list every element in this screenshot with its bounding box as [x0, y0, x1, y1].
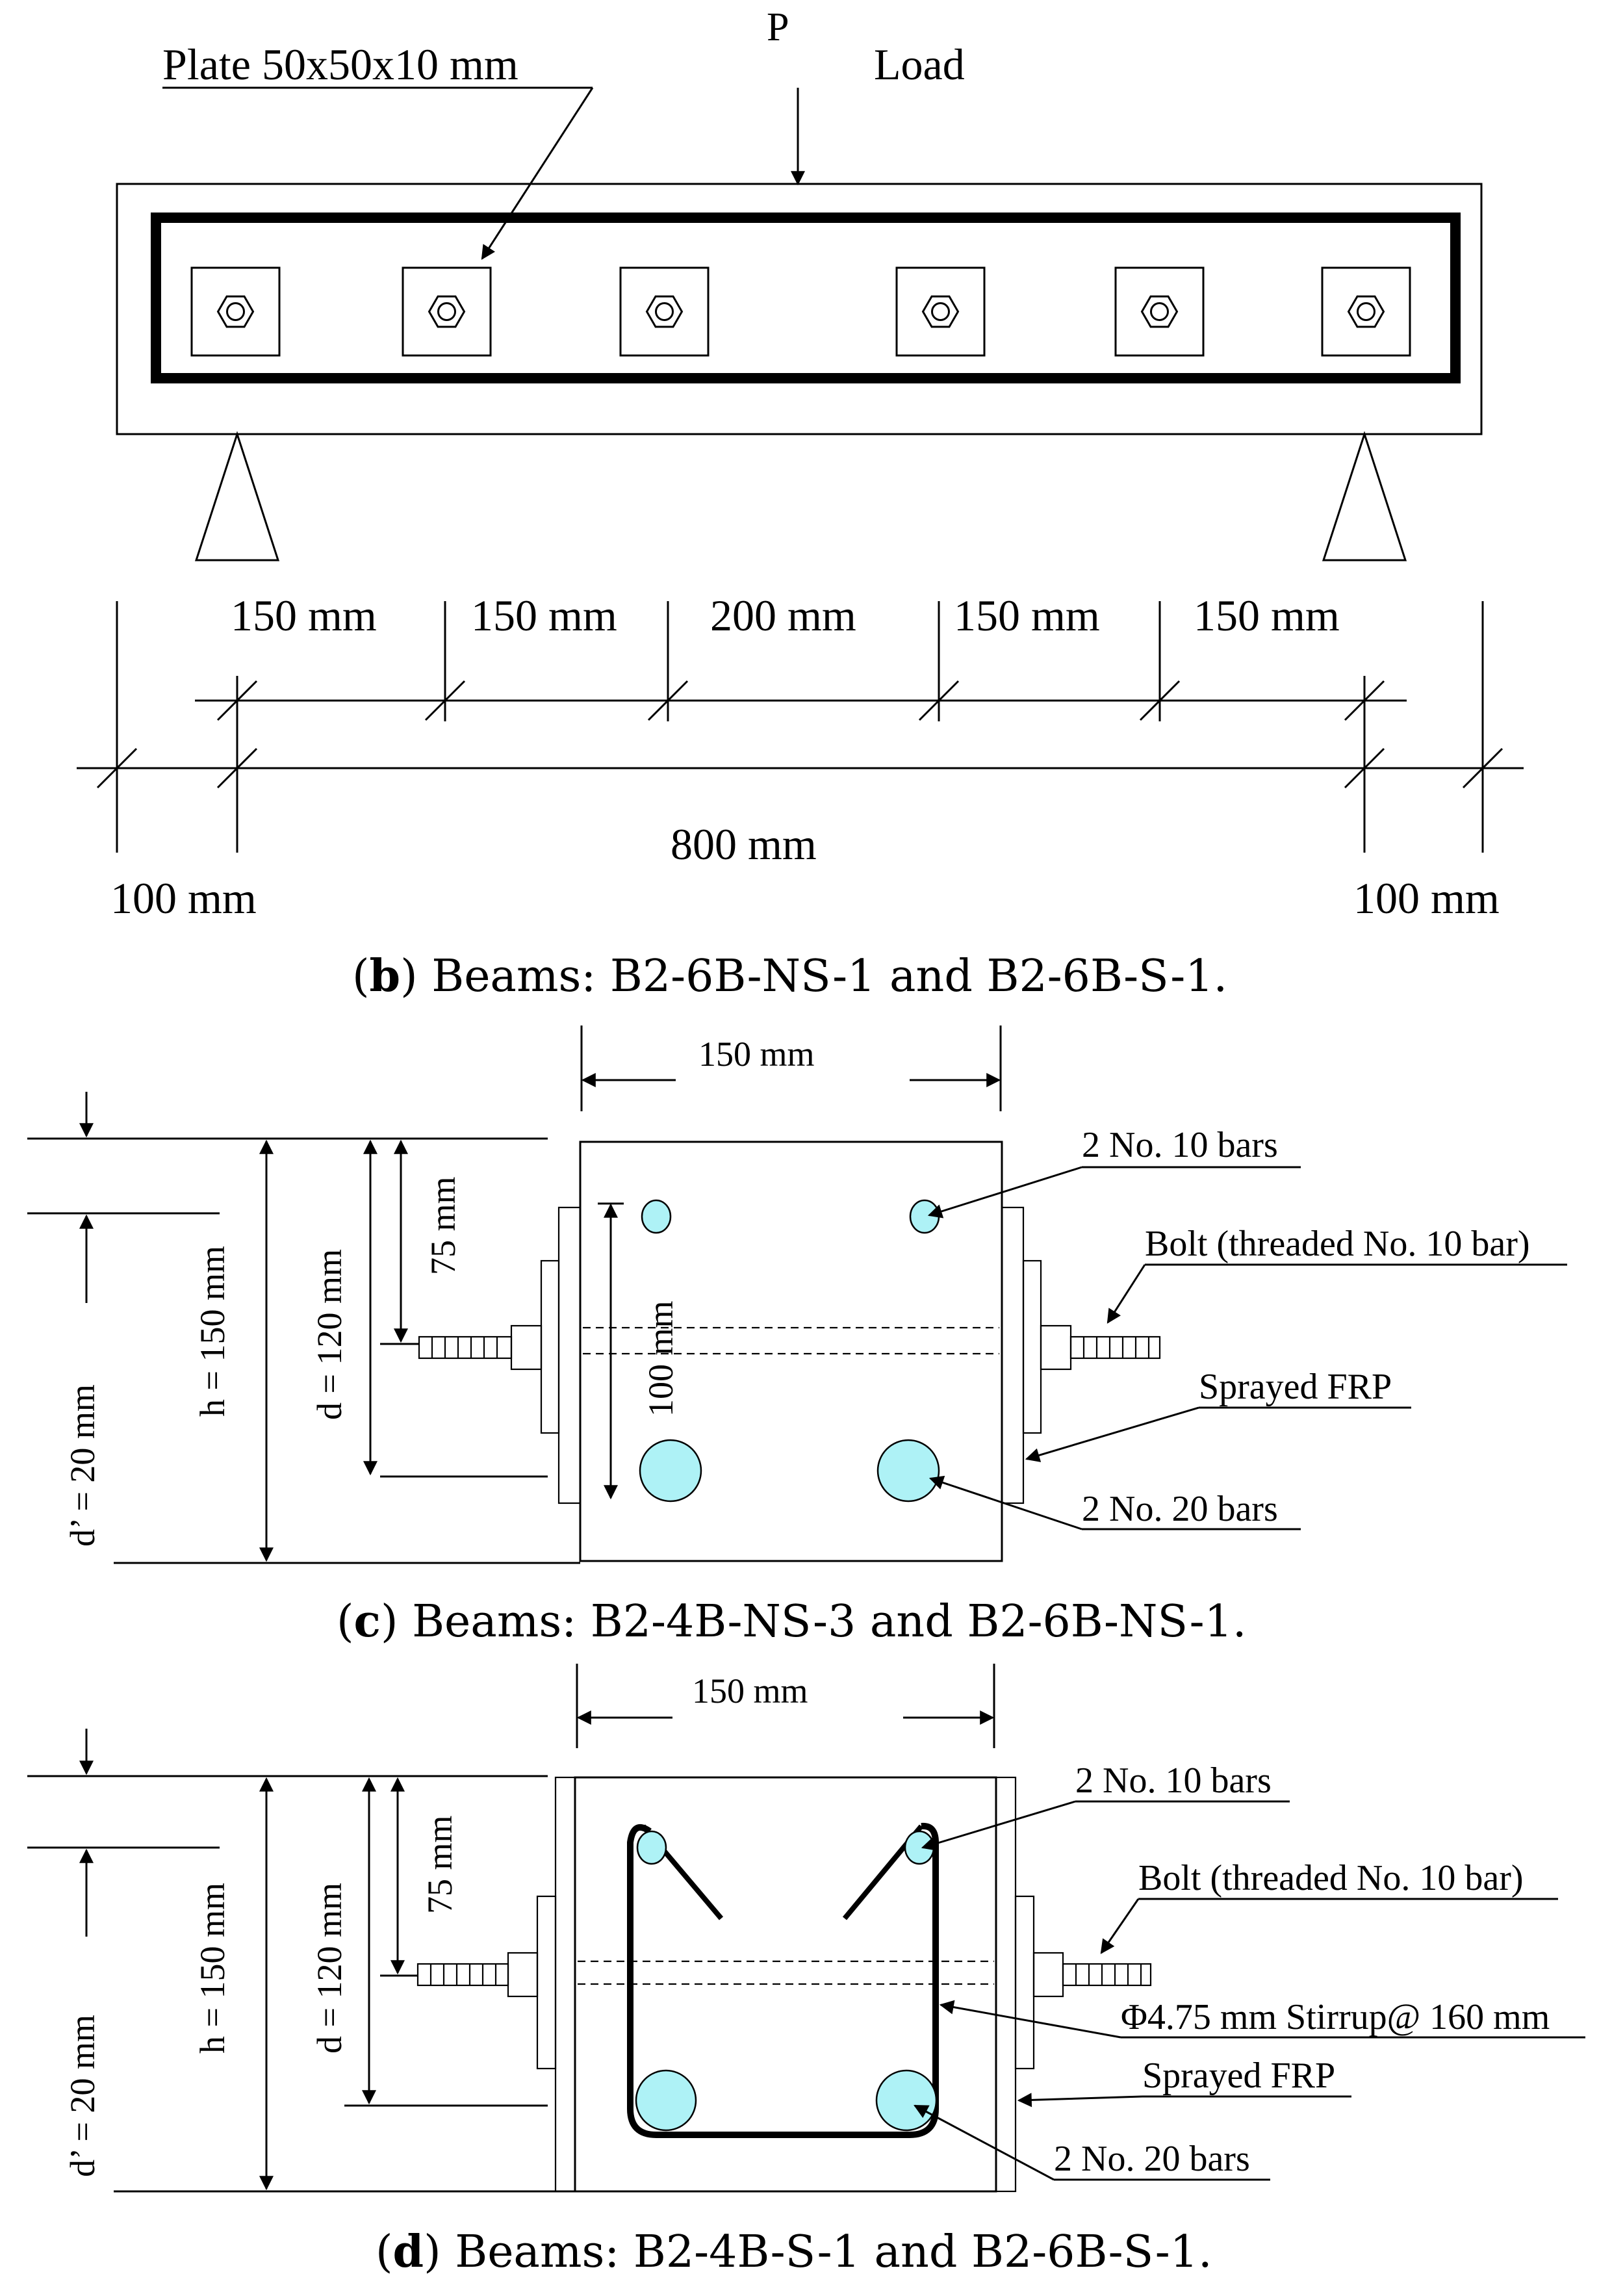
plates-group	[190, 266, 1411, 357]
spacing-label-3: 200 mm	[710, 591, 856, 640]
bolt-label-c: Bolt (threaded No. 10 bar)	[1145, 1224, 1529, 1264]
load-label: Load	[874, 40, 965, 89]
spacing-label-5: 150 mm	[1194, 591, 1340, 640]
spacing-label-2: 150 mm	[471, 591, 617, 640]
d-label-d: d = 120 mm	[310, 1883, 349, 2054]
anchor-plate	[1321, 266, 1411, 357]
caption-b-letter: b	[370, 950, 401, 1002]
h-label-c: h = 150 mm	[193, 1246, 232, 1417]
hex-nut-icon	[1347, 295, 1385, 328]
anchor-plate	[895, 266, 986, 357]
caption-d-letter: d	[393, 2226, 424, 2278]
caption-c: (c) Beams: B2-4B-NS-3 and B2-6B-NS-1.	[337, 1595, 1246, 1647]
bottom-bar-left-c	[639, 1439, 702, 1503]
bottom-bar-right-d	[875, 2069, 938, 2132]
panel-c-section-no-stirrup: 150 mm	[27, 1025, 1567, 1647]
bolt-plate-right-c	[1022, 1259, 1042, 1434]
dimension-lines	[77, 601, 1524, 853]
bolt-right-d	[1032, 1952, 1152, 1998]
hex-nut-icon	[1140, 295, 1179, 328]
support-right	[1322, 431, 1407, 561]
load-symbol: P	[767, 5, 789, 49]
bottom-bars-label-d: 2 No. 20 bars	[1054, 2139, 1250, 2179]
dim-100-c: 100 mm	[641, 1300, 680, 1417]
bolt-plate-right-d	[1014, 1895, 1035, 2070]
bottom-bar-left-d	[635, 2069, 697, 2132]
dprime-label-d: d’ = 20 mm	[63, 2015, 102, 2177]
top-bar-left-d	[636, 1830, 667, 1865]
top-bars-label-d: 2 No. 10 bars	[1075, 1761, 1272, 1801]
overhang-right-label: 100 mm	[1353, 873, 1500, 923]
caption-c-text: ) Beams: B2-4B-NS-3 and B2-6B-NS-1.	[381, 1596, 1247, 1647]
frp-plate-right-c	[1001, 1206, 1025, 1504]
top-bar-left-c	[641, 1199, 672, 1234]
frp-wrap	[151, 213, 1461, 383]
h-label-d: h = 150 mm	[193, 1883, 232, 2054]
overhang-left-label: 100 mm	[110, 873, 257, 923]
width-label-c: 150 mm	[698, 1035, 815, 1074]
anchor-plate	[1114, 266, 1205, 357]
frp-plate-left-d	[554, 1776, 576, 2193]
caption-c-letter: c	[354, 1595, 381, 1647]
plate-label: Plate 50x50x10 mm	[162, 40, 518, 89]
width-label-d: 150 mm	[692, 1671, 808, 1710]
dim-75-c: 75 mm	[424, 1176, 463, 1275]
hex-nut-icon	[428, 295, 466, 328]
caption-d: (d) Beams: B2-4B-S-1 and B2-6B-S-1.	[376, 2226, 1212, 2278]
anchor-plate	[619, 266, 710, 357]
dim-75-d: 75 mm	[420, 1815, 459, 1914]
caption-d-text: ) Beams: B2-4B-S-1 and B2-6B-S-1.	[424, 2226, 1212, 2278]
beam-outline	[116, 183, 1483, 435]
bottom-bar-right-c	[876, 1439, 940, 1503]
panel-d-section-with-stirrup: 150 mm	[27, 1664, 1585, 2278]
bolt-left-c	[418, 1324, 543, 1371]
hex-nut-icon	[921, 295, 960, 328]
anchor-plate	[402, 266, 492, 357]
plate-leader-arrow	[481, 87, 594, 260]
hex-nut-icon	[216, 295, 255, 328]
bolt-left-d	[416, 1952, 539, 1998]
spacing-label-4: 150 mm	[954, 591, 1100, 640]
top-bar-right-d	[904, 1830, 935, 1865]
bolt-label-d: Bolt (threaded No. 10 bar)	[1138, 1858, 1523, 1898]
bottom-bars-label-c: 2 No. 20 bars	[1082, 1489, 1278, 1529]
caption-b: (b) Beams: B2-6B-NS-1 and B2-6B-S-1.	[352, 950, 1227, 1002]
bolt-plate-left-d	[536, 1895, 557, 2070]
dprime-label-c: d’ = 20 mm	[63, 1384, 102, 1547]
caption-b-text: ) Beams: B2-6B-NS-1 and B2-6B-S-1.	[400, 951, 1227, 1002]
frp-label-d: Sprayed FRP	[1142, 2056, 1335, 2096]
spacing-label-1: 150 mm	[231, 591, 377, 640]
anchor-plate	[190, 266, 281, 357]
support-left	[194, 431, 280, 561]
stirrup-label-d: Φ4.75 mm Stirrup@ 160 mm	[1121, 1997, 1550, 2037]
panel-b-beam-elevation: Plate 50x50x10 mm P Load	[77, 5, 1524, 1002]
frp-plate-left-c	[557, 1206, 582, 1504]
bolt-right-c	[1040, 1324, 1161, 1371]
top-bar-right-c	[909, 1199, 940, 1234]
bolt-plate-left-c	[540, 1259, 560, 1434]
frp-plate-right-d	[995, 1776, 1017, 2193]
hex-nut-icon	[645, 295, 684, 328]
d-label-c: d = 120 mm	[310, 1249, 349, 1420]
stirrup	[627, 1822, 939, 2138]
frp-label-c: Sprayed FRP	[1199, 1367, 1392, 1407]
top-bars-label-c: 2 No. 10 bars	[1082, 1125, 1278, 1165]
span-label: 800 mm	[671, 819, 817, 869]
